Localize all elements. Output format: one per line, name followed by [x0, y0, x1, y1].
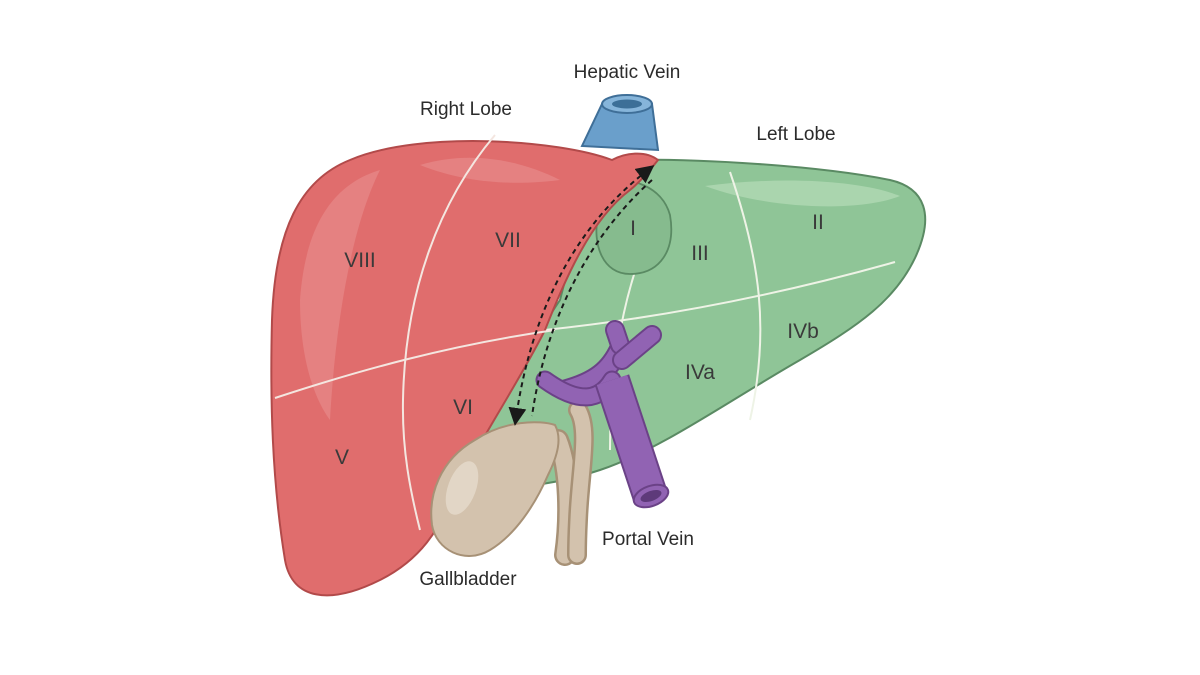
left-lobe-label: Left Lobe	[756, 124, 835, 145]
portal-vein-label: Portal Vein	[602, 529, 694, 550]
segment-label-viii: VIII	[344, 249, 376, 272]
segment-label-iii: III	[691, 242, 709, 265]
hepatic-vein	[580, 94, 660, 152]
gallbladder	[430, 400, 594, 566]
right-lobe-label: Right Lobe	[420, 99, 512, 120]
segment-label-ivb: IVb	[787, 320, 819, 343]
gallbladder-label: Gallbladder	[419, 569, 517, 590]
double-headed-dashed-arrow-icon	[508, 165, 655, 426]
segment-label-vi: VI	[453, 396, 473, 419]
segment-label-ii: II	[812, 211, 824, 234]
segment-label-i: I	[630, 217, 636, 240]
hepatic-vein-label: Hepatic Vein	[574, 62, 681, 83]
segment-label-v: V	[335, 446, 349, 469]
segment-label-vii: VII	[495, 229, 521, 252]
segment-label-iva: IVa	[685, 361, 715, 384]
